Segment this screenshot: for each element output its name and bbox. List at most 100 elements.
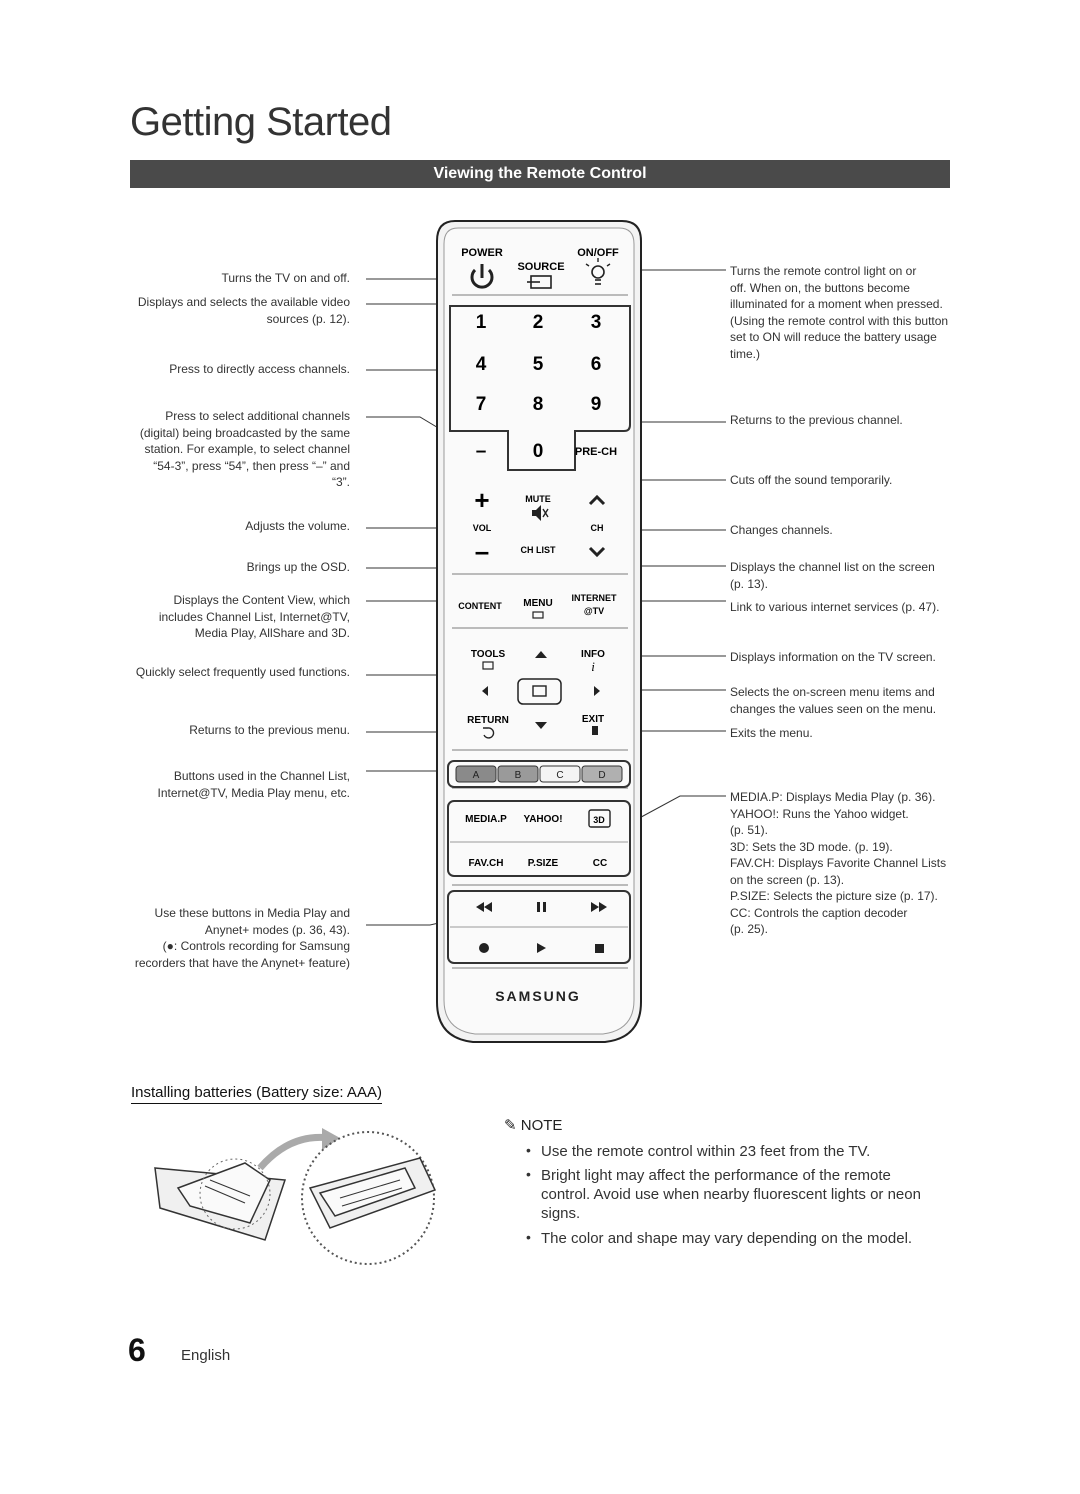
internet-button[interactable]: INTERNET [572, 593, 618, 603]
3d-button[interactable]: 3D [588, 809, 611, 828]
key-4[interactable]: 4 [476, 354, 487, 375]
key-9[interactable]: 9 [591, 394, 602, 415]
vol-label: VOL [473, 523, 492, 533]
callout-volume: Adjusts the volume. [90, 518, 350, 535]
callout-source: Displays and selects the available video… [90, 294, 350, 327]
key-d[interactable] [581, 765, 623, 783]
rewind-icon[interactable] [476, 902, 492, 912]
key-dash[interactable]: – [476, 441, 487, 462]
key-3[interactable]: 3 [591, 312, 602, 333]
power-icon [470, 268, 494, 289]
key-2[interactable]: 2 [533, 312, 544, 333]
volume-up-button[interactable]: + [474, 485, 489, 515]
yahoo-button[interactable]: YAHOO! [523, 814, 562, 825]
power-button[interactable] [469, 264, 495, 290]
favch-button[interactable]: FAV.CH [468, 858, 503, 869]
left-arrow-icon[interactable] [482, 686, 488, 696]
note-bullet-line: signs. [541, 1205, 581, 1222]
key-8[interactable]: 8 [533, 394, 544, 415]
right-arrow-icon[interactable] [594, 686, 600, 696]
key-0[interactable]: 0 [533, 441, 544, 462]
note-bullet-line: Bright light may affect the performance … [541, 1167, 891, 1184]
volume-down-button[interactable]: – [475, 536, 489, 566]
callout-fn-line: on the screen (p. 13). [730, 872, 845, 887]
callout-chlist-line: (p. 13). [730, 576, 769, 591]
callout-onoff-line: (Using the remote control with this butt… [730, 313, 949, 328]
pencil-icon: ✎ [504, 1117, 517, 1134]
key-a[interactable] [455, 765, 497, 783]
callout-volume-line: Adjusts the volume. [245, 519, 350, 533]
callout-content-line: Media Play, AllShare and 3D. [194, 626, 350, 640]
content-button[interactable]: CONTENT [458, 601, 502, 611]
key-6[interactable]: 6 [591, 354, 602, 375]
callout-power: Turns the TV on and off. [90, 270, 350, 287]
callout-return-line: Returns to the previous menu. [189, 723, 350, 737]
callout-return: Returns to the previous menu. [90, 722, 350, 739]
pause-icon[interactable] [537, 902, 546, 912]
down-arrow-icon[interactable] [535, 722, 547, 729]
callout-fn-line: (p. 51). [730, 823, 769, 837]
callout-prech: Returns to the previous channel. [730, 412, 955, 429]
callout-ch: Changes channels. [730, 522, 955, 539]
callout-dash-line: station. For example, to select channel [144, 442, 350, 456]
callout-onoff-line: Turns the remote control light on or [730, 264, 917, 278]
note-heading: ✎ NOTE [504, 1116, 562, 1134]
channel-up-icon[interactable] [588, 494, 606, 506]
channel-down-icon[interactable] [588, 546, 606, 558]
callout-internet: Link to various internet services (p. 47… [730, 599, 955, 616]
key-b[interactable] [497, 765, 539, 783]
record-icon[interactable] [479, 943, 489, 953]
note-bullet-line: Use the remote control within 23 feet fr… [541, 1143, 871, 1160]
play-icon[interactable] [537, 943, 546, 953]
key-7[interactable]: 7 [476, 394, 487, 415]
callout-arrows-line: Selects the on-screen menu items and [730, 685, 935, 699]
psize-button[interactable]: P.SIZE [528, 858, 559, 869]
light-onoff-button[interactable] [585, 258, 611, 285]
callout-arrows-line: changes the values seen on the menu. [730, 701, 937, 716]
key-1[interactable]: 1 [476, 312, 487, 333]
onoff-label: ON/OFF [577, 247, 619, 259]
key-c[interactable] [539, 765, 581, 783]
info-button[interactable]: INFO [581, 649, 605, 660]
cc-button[interactable]: CC [593, 858, 607, 869]
fast-forward-icon[interactable] [591, 902, 607, 912]
samsung-logo: SAMSUNG [495, 988, 581, 1004]
chlist-button[interactable]: CH LIST [521, 545, 557, 555]
stop-icon[interactable] [595, 944, 604, 953]
callout-onoff-line: time.) [730, 346, 760, 361]
batteries-caption-text: Installing batteries (Battery size: AAA) [131, 1084, 382, 1101]
note-bullet-line: The color and shape may vary depending o… [541, 1230, 913, 1247]
callout-dash-line: “3”. [332, 475, 350, 489]
callout-arrows: Selects the on-screen menu items and chan… [730, 684, 955, 717]
enter-button[interactable] [517, 678, 562, 705]
ch-label: CH [591, 523, 604, 533]
callout-abcd-line: Internet@TV, Media Play menu, etc. [157, 785, 351, 800]
mediap-button[interactable]: MEDIA.P [465, 814, 507, 825]
callout-dash-line: Press to select additional channels [165, 409, 350, 423]
svg-text:3D: 3D [593, 815, 605, 825]
key-a-label: A [473, 770, 480, 781]
number-keys: 1 2 3 4 5 6 7 8 9 – 0 [476, 312, 602, 462]
return-button[interactable]: RETURN [467, 715, 509, 726]
attv-label: @TV [584, 606, 604, 616]
tools-button[interactable]: TOOLS [471, 649, 506, 660]
mute-label: MUTE [525, 494, 551, 504]
key-5[interactable]: 5 [533, 354, 544, 375]
return-icon [483, 727, 495, 739]
exit-button[interactable]: EXIT [582, 714, 604, 725]
callout-ch-line: Changes channels. [730, 523, 833, 537]
prech-button[interactable]: PRE-CH [575, 446, 617, 458]
up-arrow-icon[interactable] [535, 651, 547, 658]
playback-keys-frame [447, 890, 631, 964]
callout-internet-line: Link to various internet services (p. 47… [730, 600, 940, 614]
callout-fn-line: CC: Controls the caption decoder [730, 905, 908, 920]
callout-info: Displays information on the TV screen. [730, 649, 955, 666]
lightbulb-icon [591, 265, 605, 279]
mute-button[interactable] [532, 505, 549, 521]
menu-button[interactable]: MENU [523, 598, 552, 609]
callout-dash-line: (digital) being broadcasted by the same [139, 425, 350, 440]
source-button[interactable] [527, 275, 552, 289]
